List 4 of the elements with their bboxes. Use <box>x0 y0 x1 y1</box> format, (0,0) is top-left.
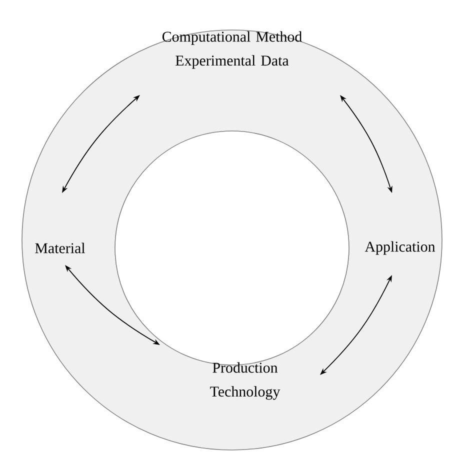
node-label: Application <box>364 241 436 255</box>
node-label: Production Technology <box>210 362 280 400</box>
node-label: Computational Method Experimental Data <box>162 31 302 69</box>
node-label: Material <box>35 242 86 254</box>
